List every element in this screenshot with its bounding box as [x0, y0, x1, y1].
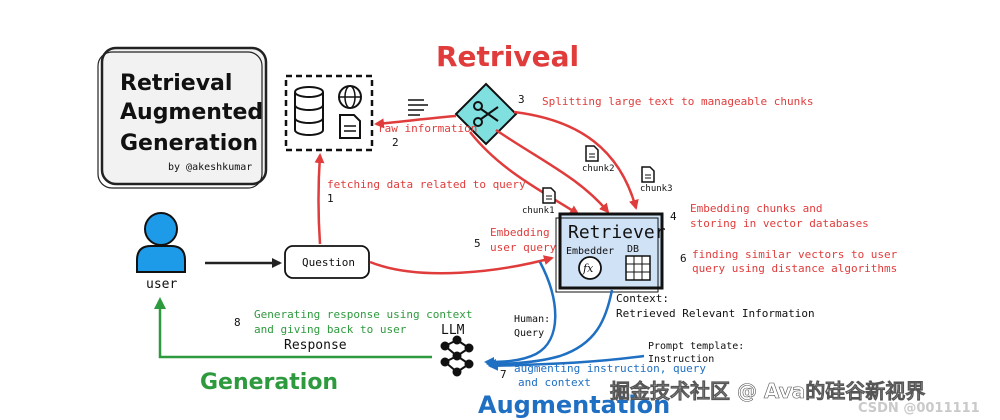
stage-generation-title: Generation	[200, 370, 338, 395]
human-line1: Human:	[514, 314, 550, 325]
chunk1-icon	[542, 187, 556, 204]
step1-text: fetching data related to query	[327, 178, 526, 191]
arrow-prompt-template	[488, 354, 645, 371]
step3-number: 3	[518, 93, 525, 106]
arrow-generation-response	[154, 297, 432, 359]
db-grid-icon	[625, 255, 651, 281]
arrow-raw-information	[374, 114, 457, 129]
context-line1: Context:	[616, 292, 669, 305]
question-label: Question	[302, 256, 355, 269]
arrow-chunk2	[495, 128, 610, 214]
scissors-icon	[473, 101, 499, 127]
prompt-line1: Prompt template:	[648, 341, 744, 352]
document-icon	[339, 114, 361, 139]
title-byline: by @akeshkumar	[168, 162, 252, 173]
question-node	[284, 245, 370, 279]
step4-line1: Embedding chunks and	[690, 202, 822, 215]
step8-line2: and giving back to user	[254, 323, 407, 336]
step7-line2: and context	[518, 376, 591, 389]
llm-network-icon	[440, 335, 474, 377]
chunk3-label: chunk3	[640, 184, 673, 194]
title-line-1: Retrieval	[120, 71, 232, 96]
embedder-label: Embedder	[566, 246, 614, 257]
chunk3-icon	[641, 166, 655, 183]
arrow-embedding-query	[369, 255, 554, 275]
stage-retrieval-title: Retriveal	[436, 40, 579, 73]
step4-line2: storing in vector databases	[690, 217, 869, 230]
step6-number: 6	[680, 252, 687, 265]
context-line2: Retrieved Relevant Information	[616, 307, 815, 320]
title-line-3: Generation	[120, 131, 258, 156]
title-line-2: Augmented	[120, 100, 263, 125]
embedder-function-icon	[578, 256, 602, 280]
db-label: DB	[627, 244, 639, 255]
arrow-context	[486, 289, 614, 369]
arrow-human-query	[484, 261, 557, 367]
response-label: Response	[284, 338, 347, 353]
step1-number: 1	[327, 192, 334, 205]
step6-line1: finding similar vectors to user	[692, 248, 898, 261]
step7-number: 7	[500, 368, 507, 381]
step2-number: 2	[392, 136, 399, 149]
step2-text: raw information	[378, 122, 477, 135]
database-icon	[294, 86, 324, 136]
step7-line1: augmenting instruction, query	[514, 362, 706, 375]
arrow-chunk3	[513, 110, 639, 210]
retriever-box: Retriever Embedder DB fx	[555, 212, 666, 293]
step8-number: 8	[234, 316, 241, 329]
globe-icon	[338, 85, 362, 109]
llm-label: LLM	[441, 323, 465, 338]
human-line2: Query	[514, 328, 544, 339]
step4-number: 4	[670, 210, 677, 223]
chunk2-label: chunk2	[582, 164, 615, 174]
retriever-title: Retriever	[568, 222, 666, 243]
step8-line1: Generating response using context	[254, 308, 473, 321]
user-label: user	[146, 277, 177, 292]
title-box: Retrieval Augmented Generation by @akesh…	[97, 46, 268, 189]
arrow-chunk1	[469, 131, 580, 216]
watermark-csdn: CSDN @0011111	[858, 401, 980, 416]
watermark-text: 掘金技术社区 @ Ava的硅谷新视界	[610, 379, 925, 403]
chunk2-icon	[585, 145, 599, 162]
splitter-node	[454, 82, 518, 146]
step5-number: 5	[474, 237, 481, 250]
step6-line2: query using distance algorithms	[692, 262, 897, 275]
step5-line2: user query	[490, 241, 557, 254]
text-lines-icon	[408, 99, 428, 116]
step5-line1: Embedding	[490, 226, 550, 239]
data-sources-box	[284, 74, 374, 152]
chunk1-label: chunk1	[522, 206, 555, 216]
prompt-line2: Instruction	[648, 354, 714, 365]
step3-text: Splitting large text to manageable chunk…	[542, 95, 814, 108]
stage-augmentation-title: Augmentation	[478, 391, 670, 419]
arrow-fetching-data	[314, 153, 325, 245]
user-icon	[136, 212, 186, 273]
fx-label: fx	[582, 262, 594, 275]
